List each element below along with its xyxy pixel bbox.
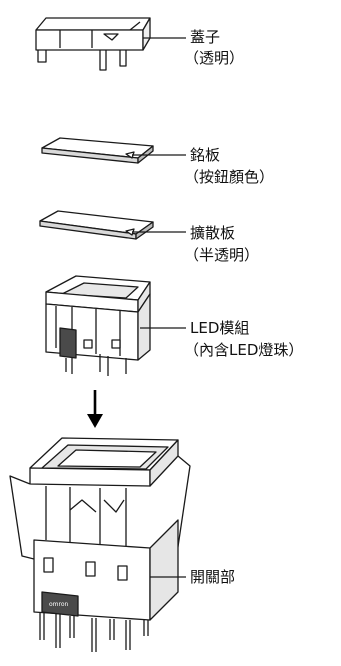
cover-note: （透明） — [184, 49, 245, 67]
arrow-down-icon — [87, 390, 103, 428]
cover-part — [35, 17, 151, 71]
switch-nameplate-text: omron — [49, 601, 69, 608]
diffuser-note: （半透明） — [184, 246, 260, 264]
cover-label: 蓋子 — [190, 28, 221, 46]
led-module-part — [45, 275, 151, 376]
nameplate-note: （按鈕顏色） — [184, 168, 275, 186]
nameplate-part — [41, 137, 154, 164]
switch-unit-label: 開關部 — [190, 568, 236, 586]
led-module-note: （內含LED燈珠） — [184, 341, 304, 359]
led-module-label: LED模組 — [190, 319, 250, 337]
diffuser-part — [39, 210, 154, 240]
nameplate-label: 銘板 — [190, 146, 221, 164]
switch-unit-part — [9, 437, 191, 652]
diffuser-label: 擴散板 — [190, 224, 236, 242]
